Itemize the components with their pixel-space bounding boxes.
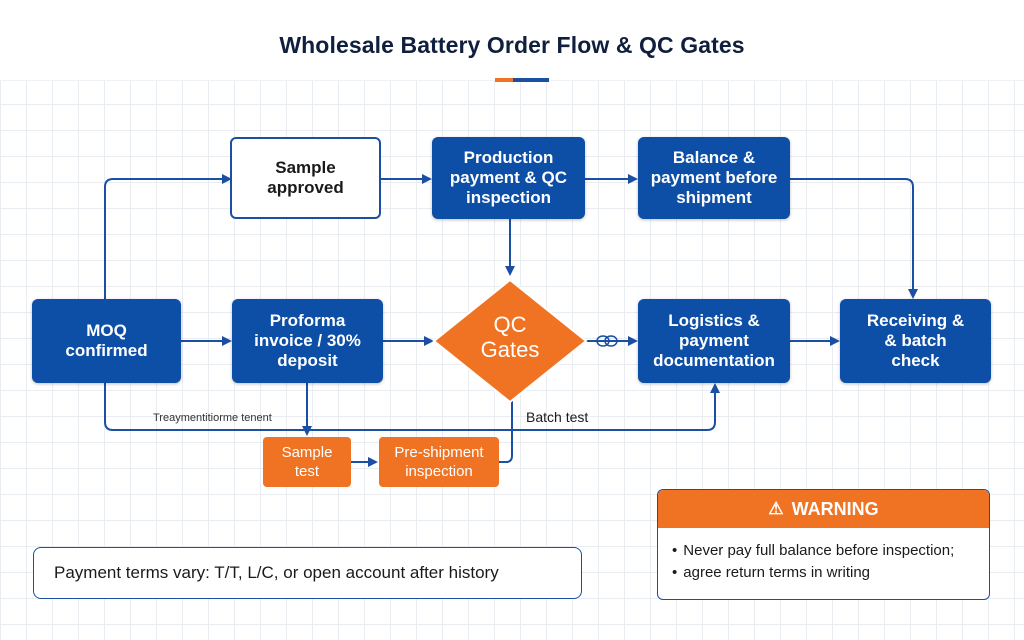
qc-gates-connector-glyph [596,335,618,347]
warning-title: WARNING [791,498,879,519]
edge-moq-to-sample-approved [104,174,232,299]
qc-gates-diamond [432,278,588,404]
edge-balance-to-receiving [790,178,918,299]
node-balance-payment: Balance & payment before shipment [638,137,790,219]
qc-gates-label: QC Gates [480,312,540,362]
title-accent-blue [513,78,549,82]
node-proforma-invoice: Proforma invoice / 30% deposit [232,299,383,383]
warning-item: agree return terms in writing [672,562,989,584]
node-moq-confirmed: MOQ confirmed [32,299,181,383]
edge-preshipment-to-qc-gates [499,380,513,463]
warning-header: ⚠ WARNING [658,490,989,528]
edge-label-payment-note: Treaymentitiorme tenent [153,412,272,424]
node-preshipment-inspection: Pre-shipment inspection [379,437,499,487]
payment-terms-note: Payment terms vary: T/T, L/C, or open ac… [33,547,582,599]
edge-label-batch-test: Batch test [526,409,589,425]
page-title: Wholesale Battery Order Flow & QC Gates [279,32,745,58]
warning-list: Never pay full balance before inspection… [658,540,989,584]
node-receiving-batch-check: Receiving & & batch check [840,299,991,383]
node-logistics-documentation: Logistics & payment documentation [638,299,790,383]
warning-panel: ⚠ WARNING Never pay full balance before … [657,489,990,600]
node-sample-test: Sample test [263,437,351,487]
title-accent-orange [495,78,513,82]
warning-triangle-icon: ⚠ [768,499,784,518]
payment-terms-text: Payment terms vary: T/T, L/C, or open ac… [54,563,499,582]
warning-item: Never pay full balance before inspection… [672,540,989,562]
node-production-payment-qc: Production payment & QC inspection [432,137,585,219]
edge-moq-to-logistics-bottom [104,383,720,431]
node-sample-approved: Sample approved [230,137,381,219]
